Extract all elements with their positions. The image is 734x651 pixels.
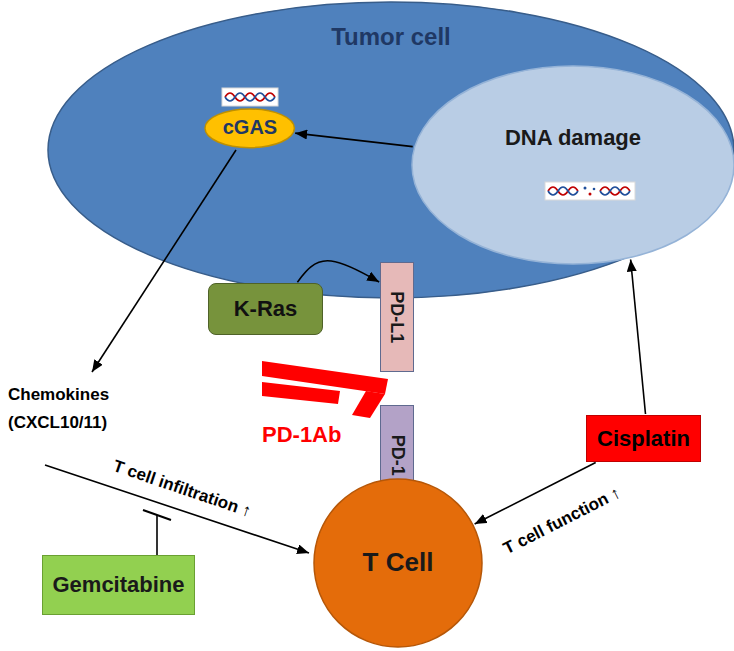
node-label: Tumor cell [331, 23, 451, 51]
node-outline-ellipse [48, 2, 734, 298]
node-label: Gemcitabine [52, 572, 184, 597]
cell-ellipse: Tumor cellcGASDNA damageK-Ras [47, 1, 734, 299]
node-label: Cisplatin [597, 426, 690, 451]
dna-strand [548, 187, 578, 195]
drug-box: Cisplatin [586, 415, 701, 462]
node-label: PD-1 [387, 434, 408, 475]
arrow-connector [297, 261, 379, 283]
arrow-connector [631, 259, 646, 414]
dna-icon [222, 88, 278, 106]
node-label: PD-L1 [387, 291, 408, 343]
arrow-label: T cell infiltration ↑ [110, 456, 253, 522]
node-label: K-Ras [234, 296, 298, 321]
node-outline-ellipse [205, 109, 294, 148]
antibody-light-arm [262, 382, 340, 404]
nucleus-ellipse: DNA damage [411, 65, 734, 265]
node-label: T Cell [363, 548, 434, 578]
node-label: cGAS [223, 116, 277, 139]
dna-fragment [589, 193, 592, 196]
node-outline [411, 65, 734, 265]
chemokine-label: Chemokines (CXCL10/11) [8, 381, 126, 437]
node-label: DNA damage [505, 125, 641, 150]
dna-strand [225, 93, 275, 101]
dna-fragment [593, 188, 596, 191]
node-outline-ellipse [412, 66, 734, 264]
dna-fragment [584, 187, 587, 190]
dna-icon-ground [545, 182, 635, 200]
dna-strand [600, 187, 630, 195]
ligand-box: PD-L1 [380, 262, 414, 372]
dna-strand [225, 93, 275, 101]
cell-circle: T Cell [313, 478, 483, 648]
inhibition-bar [143, 510, 171, 520]
process-box: K-Ras [208, 283, 323, 335]
edge-label: T cell function ↑ [500, 483, 624, 559]
cgas-ellipse: cGAS [204, 108, 295, 149]
drug-box: Gemcitabine [42, 555, 195, 615]
arrow-connector [295, 133, 413, 146]
antibody-symbol [262, 361, 388, 418]
dna-icon-ground [222, 88, 278, 106]
antibody-stem [352, 391, 385, 418]
dna-strand [548, 187, 578, 195]
inhibition-stem [156, 515, 158, 555]
node-outline-ellipse [314, 479, 482, 647]
damaged-dna-icon [545, 182, 635, 200]
dna-strand [600, 187, 630, 195]
chemokine-arrow [92, 150, 236, 372]
antibody-label: PD-1Ab [262, 422, 341, 448]
